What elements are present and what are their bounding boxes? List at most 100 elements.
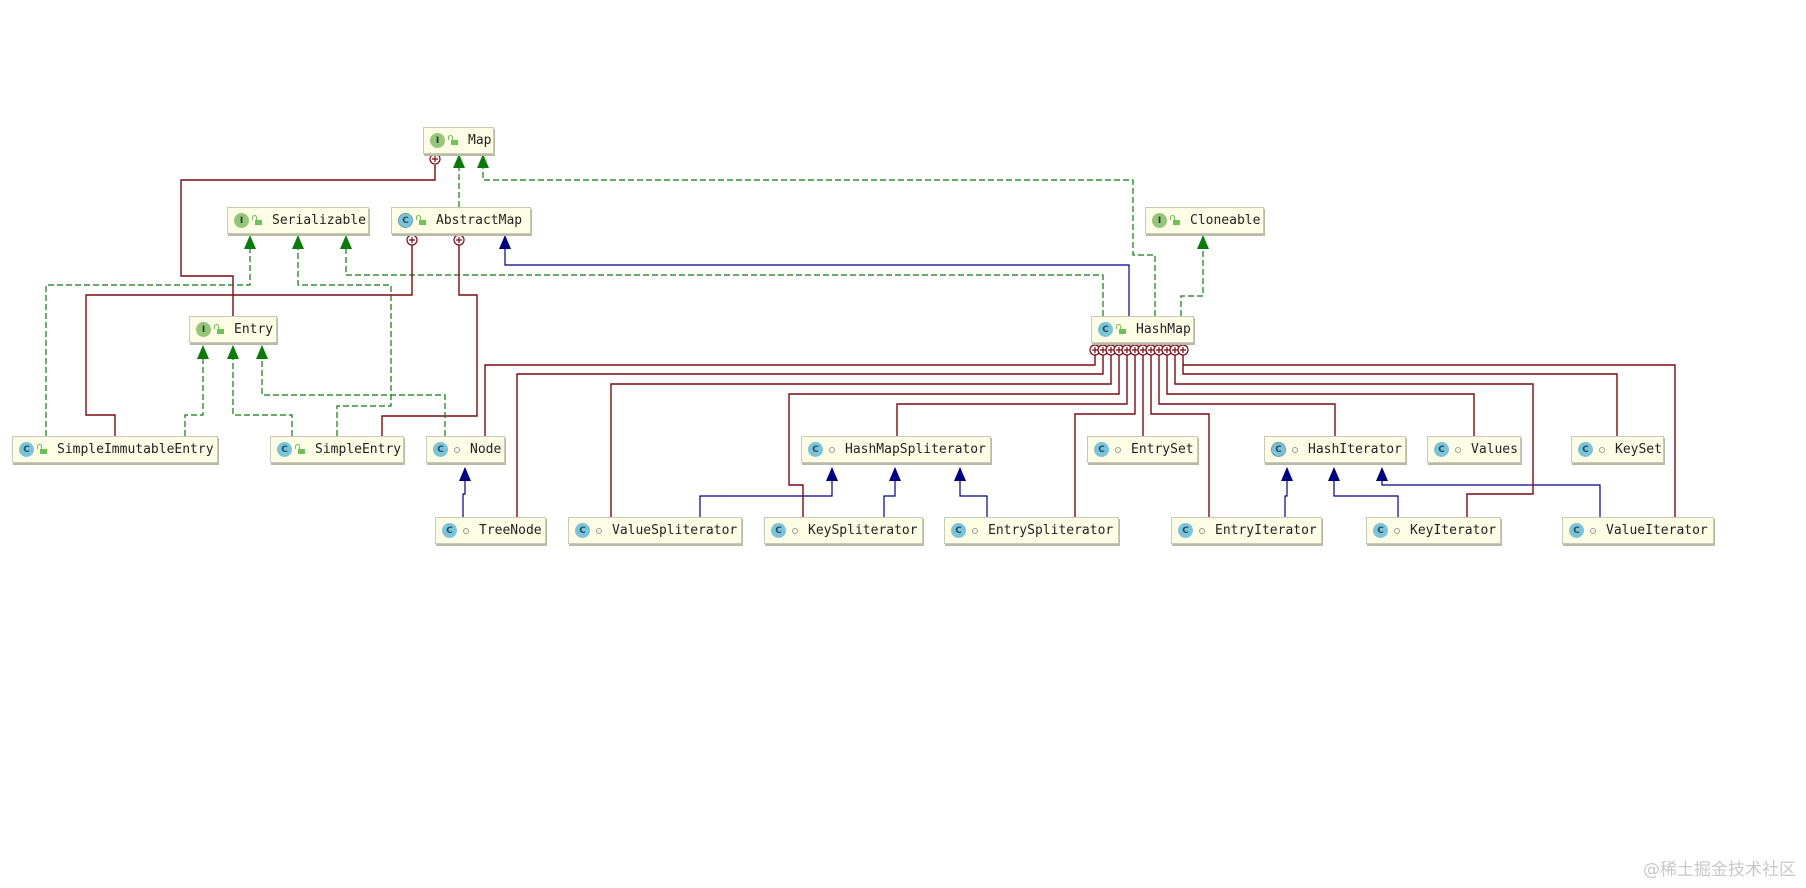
package-private-icon [1590, 527, 1596, 534]
class-name: SimpleImmutableEntry [57, 442, 214, 457]
inner-edge [1150, 355, 1210, 517]
extends-edge [1333, 468, 1399, 517]
implements-arrow [227, 345, 239, 359]
public-lock-icon [1170, 215, 1180, 225]
inner-edge [610, 355, 1112, 517]
interface-icon: I [196, 322, 211, 337]
package-private-icon [1455, 446, 1461, 453]
extends-edge [1284, 468, 1288, 517]
implements-arrow [244, 235, 256, 249]
extends-edge [883, 468, 896, 517]
inner-edge [1158, 355, 1336, 436]
class-name: KeySpliterator [808, 523, 918, 538]
inner-edge [1182, 355, 1618, 436]
public-lock-icon [252, 215, 262, 225]
inner-edge [1074, 355, 1136, 517]
class-name: KeyIterator [1410, 523, 1497, 538]
inner-edge [1183, 364, 1676, 517]
public-lock-icon [416, 215, 426, 225]
inner-edge [1174, 355, 1534, 517]
class-icon: C [1178, 523, 1193, 538]
package-private-icon [454, 446, 460, 453]
implements-arrow [256, 345, 268, 359]
inner-edge [85, 245, 413, 436]
implements-arrow [197, 345, 209, 359]
implements-arrow [477, 154, 489, 168]
package-private-icon [463, 527, 469, 534]
class-name: ValueSpliterator [612, 523, 738, 538]
implements-arrow [340, 235, 352, 249]
extends-arrow [1328, 467, 1340, 481]
public-lock-icon [1116, 324, 1126, 334]
class-name: Cloneable [1190, 213, 1261, 228]
extends-edge [959, 468, 988, 517]
class-node-entry[interactable]: I Entry [189, 316, 277, 343]
inner-class-marker [429, 153, 441, 165]
class-icon: C [1373, 523, 1388, 538]
class-name: HashMapSpliterator [845, 442, 986, 457]
class-icon: C [575, 523, 590, 538]
public-lock-icon [295, 444, 305, 454]
inner-class-marker [1169, 344, 1181, 356]
class-icon: C [1094, 442, 1109, 457]
public-lock-icon [37, 444, 47, 454]
class-node-hash-map-spliterator[interactable]: C HashMapSpliterator [801, 436, 991, 463]
extends-arrow [826, 467, 838, 481]
extends-arrow [459, 467, 471, 481]
package-private-icon [792, 527, 798, 534]
extends-edge [699, 468, 833, 517]
class-name: Entry [234, 322, 274, 337]
public-lock-icon [214, 324, 224, 334]
class-node-value-spliterator[interactable]: C ValueSpliterator [568, 517, 742, 544]
implements-edge [482, 156, 1156, 316]
class-name: Values [1471, 442, 1518, 457]
implements-edge [297, 236, 392, 436]
class-node-key-iterator[interactable]: C KeyIterator [1366, 517, 1501, 544]
class-name: EntrySpliterator [988, 523, 1114, 538]
package-private-icon [596, 527, 602, 534]
inner-edge [484, 355, 1096, 436]
class-node-simple-immutable-entry[interactable]: C SimpleImmutableEntry [12, 436, 218, 463]
implements-arrow [1197, 235, 1209, 249]
implements-edge [232, 346, 293, 436]
inner-edge [516, 355, 1104, 517]
implements-edge [45, 236, 251, 436]
class-icon: C [808, 442, 823, 457]
inner-class-marker [453, 234, 465, 246]
inner-edge [180, 165, 436, 316]
class-icon: C [1434, 442, 1449, 457]
package-private-icon [1115, 446, 1121, 453]
implements-edge [1180, 236, 1204, 316]
implements-edge [345, 236, 1104, 316]
class-node-values[interactable]: C Values [1427, 436, 1521, 463]
class-icon: C [1569, 523, 1584, 538]
inner-edge [896, 355, 1128, 436]
class-icon: C [442, 523, 457, 538]
extends-edge [504, 236, 1130, 316]
extends-arrow [889, 467, 901, 481]
class-icon: C [19, 442, 34, 457]
inner-class-marker [406, 234, 418, 246]
implements-arrow [292, 235, 304, 249]
extends-arrow [1281, 467, 1293, 481]
class-icon: C [1578, 442, 1593, 457]
inner-edge [381, 245, 478, 436]
package-private-icon [972, 527, 978, 534]
